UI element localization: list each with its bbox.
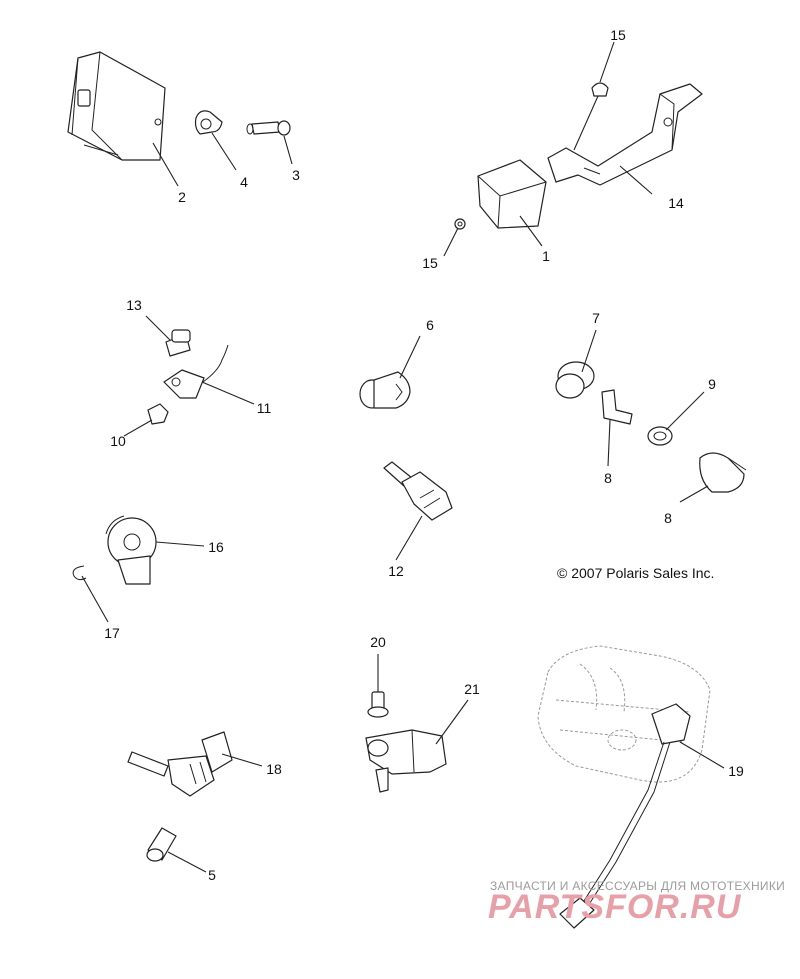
part-19-throttle-sensor [537, 645, 711, 929]
callout-13: 13 [126, 297, 142, 313]
part-16-knock-sensor [105, 515, 157, 585]
callout-20: 20 [370, 634, 386, 650]
callout-3: 3 [292, 167, 300, 183]
callout-21: 21 [464, 681, 480, 697]
part-18-speed-sensor [127, 731, 233, 797]
part-13-bolt [165, 329, 191, 357]
part-3-pin [246, 120, 291, 136]
callout-16: 16 [208, 539, 224, 555]
callout-8-right: 8 [664, 510, 672, 526]
callout-numbers: 2 4 3 15 14 1 15 13 11 10 6 7 8 9 8 12 1… [104, 27, 744, 883]
part-11-speed-sensor [163, 344, 229, 399]
part-5-sleeve [146, 827, 177, 862]
part-15-grommet-top [591, 82, 609, 97]
callout-17: 17 [104, 625, 120, 641]
part-12-temp-sender [383, 461, 453, 521]
callout-4: 4 [240, 174, 248, 190]
callout-5: 5 [208, 867, 216, 883]
part-17-clip [72, 565, 87, 581]
part-20-bolt [367, 691, 389, 718]
leader-lines [81, 41, 725, 873]
part-14-bracket [547, 83, 703, 186]
part-15-screw [454, 218, 466, 230]
part-4-clamp [194, 110, 223, 135]
part-8-switch [699, 452, 747, 493]
callout-1: 1 [542, 248, 550, 264]
callout-18: 18 [266, 761, 282, 777]
copyright-notice: © 2007 Polaris Sales Inc. [557, 565, 715, 581]
callout-19: 19 [728, 763, 744, 779]
watermark-tagline: ЗАПЧАСТИ И АКСЕССУАРЫ ДЛЯ МОТОТЕХНИКИ [490, 879, 786, 893]
callout-6: 6 [426, 317, 434, 333]
part-9-washer [647, 426, 673, 446]
callout-15-left: 15 [422, 255, 438, 271]
part-6-sensor [359, 371, 411, 409]
callout-11: 11 [257, 400, 272, 416]
part-8-tab [601, 389, 633, 425]
part-2-ecu-cover [67, 51, 166, 161]
part-21-map-sensor [365, 729, 447, 793]
callout-12: 12 [388, 563, 404, 579]
callout-7: 7 [592, 310, 600, 326]
part-7-cap [555, 361, 595, 399]
callout-2: 2 [178, 189, 186, 205]
callout-9: 9 [708, 376, 716, 392]
callout-15-top: 15 [610, 27, 626, 43]
part-10-nut [147, 403, 169, 425]
callout-14: 14 [668, 195, 684, 211]
callout-10: 10 [110, 433, 126, 449]
part-1-module [477, 159, 547, 229]
callout-8-middle: 8 [604, 470, 612, 486]
watermark-brand: PARTSFOR.RU [488, 888, 742, 926]
